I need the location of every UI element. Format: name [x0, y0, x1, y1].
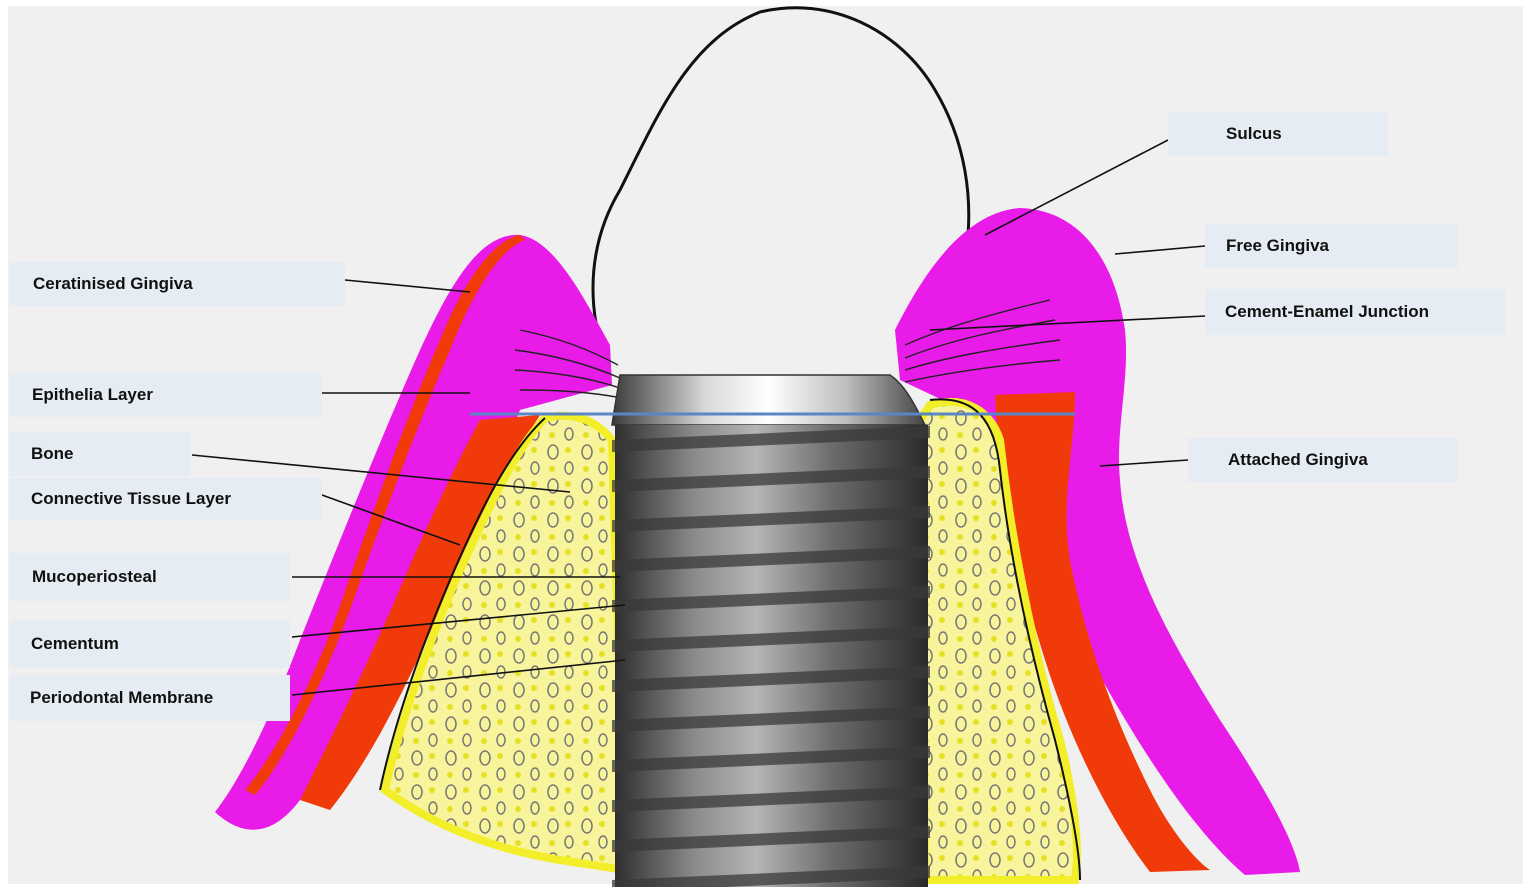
label-attached-gingiva: Attached Gingiva	[1188, 438, 1458, 482]
label-ceratinised-gingiva: Ceratinised Gingiva	[10, 262, 345, 306]
label-text: Ceratinised Gingiva	[33, 274, 193, 294]
label-text: Bone	[31, 444, 74, 464]
label-text: Attached Gingiva	[1228, 450, 1368, 470]
label-text: Mucoperiosteal	[32, 567, 157, 587]
label-sulcus: Sulcus	[1168, 112, 1388, 156]
label-text: Connective Tissue Layer	[31, 489, 231, 509]
label-mucoperiosteal: Mucoperiosteal	[10, 553, 290, 601]
label-text: Sulcus	[1226, 124, 1282, 144]
label-cement-enamel-junction: Cement-Enamel Junction	[1205, 289, 1505, 335]
label-free-gingiva: Free Gingiva	[1205, 224, 1458, 268]
label-connective-tissue-layer: Connective Tissue Layer	[10, 478, 322, 520]
label-epithelia-layer: Epithelia Layer	[10, 373, 322, 417]
label-text: Cement-Enamel Junction	[1225, 302, 1429, 322]
label-cementum: Cementum	[10, 620, 290, 668]
implant-body	[615, 425, 928, 887]
implant-collar	[612, 375, 925, 425]
label-text: Cementum	[31, 634, 119, 654]
label-text: Epithelia Layer	[32, 385, 153, 405]
label-bone: Bone	[10, 432, 190, 476]
label-text: Free Gingiva	[1226, 236, 1329, 256]
label-periodontal-membrane: Periodontal Membrane	[10, 675, 290, 721]
label-text: Periodontal Membrane	[30, 688, 213, 708]
